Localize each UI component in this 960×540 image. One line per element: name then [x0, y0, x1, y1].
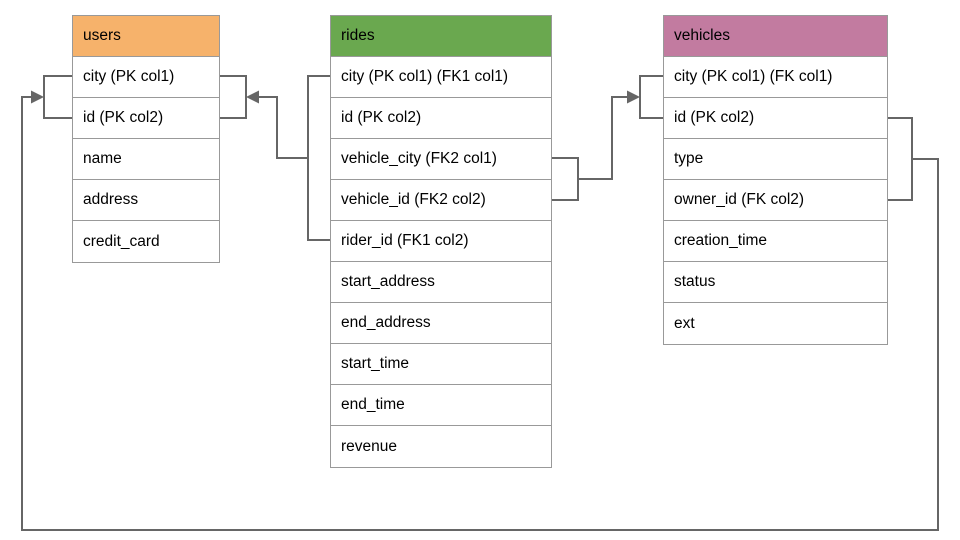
- table-row: id (PK col2): [73, 98, 219, 139]
- fk1-rides-to-users-connector: [220, 75, 330, 241]
- table-rides-header: rides: [331, 16, 551, 57]
- table-row: name: [73, 139, 219, 180]
- table-row: revenue: [331, 426, 551, 467]
- fk1-users-bracket: [220, 75, 247, 119]
- table-row: status: [664, 262, 887, 303]
- fk1-link-line: [250, 96, 308, 159]
- table-row: vehicle_city (FK2 col1): [331, 139, 551, 180]
- table-rides-rows: city (PK col1) (FK1 col1)id (PK col2)veh…: [331, 57, 551, 467]
- fk-vehicles-to-users-connector: [21, 75, 939, 531]
- table-row: owner_id (FK col2): [664, 180, 887, 221]
- table-row: credit_card: [73, 221, 219, 262]
- fk-vehicles-bracket: [888, 117, 913, 201]
- table-row: city (PK col1) (FK col1): [664, 57, 887, 98]
- table-row: city (PK col1): [73, 57, 219, 98]
- table-row: vehicle_id (FK2 col2): [331, 180, 551, 221]
- table-vehicles: vehicles city (PK col1) (FK col1)id (PK …: [663, 15, 888, 345]
- fk1-arrow-head: [246, 90, 259, 104]
- table-row: creation_time: [664, 221, 887, 262]
- table-row: type: [664, 139, 887, 180]
- fk2-rides-bracket: [552, 157, 579, 201]
- fk2-link-line: [578, 96, 636, 180]
- table-row: address: [73, 180, 219, 221]
- table-row: end_time: [331, 385, 551, 426]
- table-vehicles-header: vehicles: [664, 16, 887, 57]
- table-row: start_address: [331, 262, 551, 303]
- fk2-rides-to-vehicles-connector: [552, 75, 663, 201]
- fk-arrow-head: [31, 90, 44, 104]
- table-rides: rides city (PK col1) (FK1 col1)id (PK co…: [330, 15, 552, 468]
- fk2-arrow-head: [627, 90, 640, 104]
- fk-link-line: [21, 96, 939, 531]
- fk-users-bracket: [43, 75, 72, 119]
- table-row: city (PK col1) (FK1 col1): [331, 57, 551, 98]
- table-vehicles-rows: city (PK col1) (FK col1)id (PK col2)type…: [664, 57, 887, 344]
- table-row: start_time: [331, 344, 551, 385]
- table-row: ext: [664, 303, 887, 344]
- fk2-vehicles-bracket: [639, 75, 663, 119]
- table-users-header: users: [73, 16, 219, 57]
- fk1-rides-bracket: [307, 75, 330, 241]
- table-row: id (PK col2): [331, 98, 551, 139]
- table-row: end_address: [331, 303, 551, 344]
- table-row: rider_id (FK1 col2): [331, 221, 551, 262]
- table-row: id (PK col2): [664, 98, 887, 139]
